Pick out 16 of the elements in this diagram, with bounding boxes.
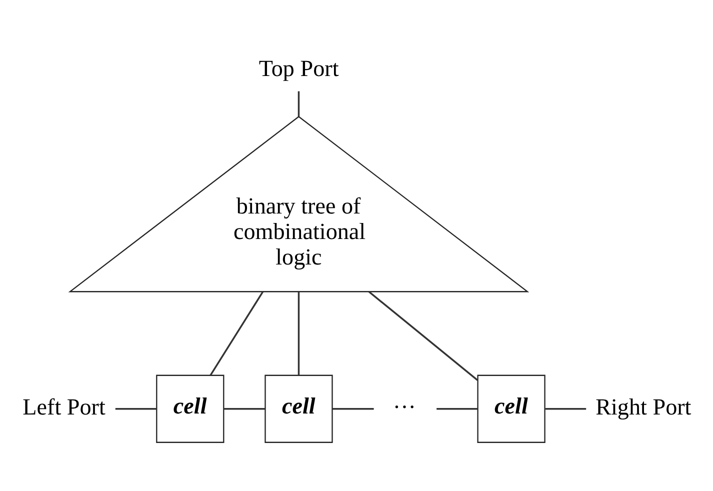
connector bbox=[368, 290, 478, 380]
connector bbox=[115, 408, 157, 410]
node-box: cell bbox=[156, 374, 224, 442]
node-text: Top Port bbox=[258, 54, 339, 81]
node-box: cell bbox=[477, 374, 546, 442]
node-text: Left Port bbox=[22, 393, 106, 420]
connector bbox=[436, 408, 478, 410]
connector bbox=[545, 408, 586, 410]
connector bbox=[298, 90, 300, 116]
connector bbox=[224, 408, 265, 410]
connector bbox=[298, 291, 300, 375]
connector bbox=[332, 408, 374, 410]
node-text: ··· bbox=[392, 393, 416, 420]
node-box: cell bbox=[264, 374, 333, 442]
node-text: Right Port bbox=[596, 393, 692, 420]
connector bbox=[210, 290, 264, 376]
